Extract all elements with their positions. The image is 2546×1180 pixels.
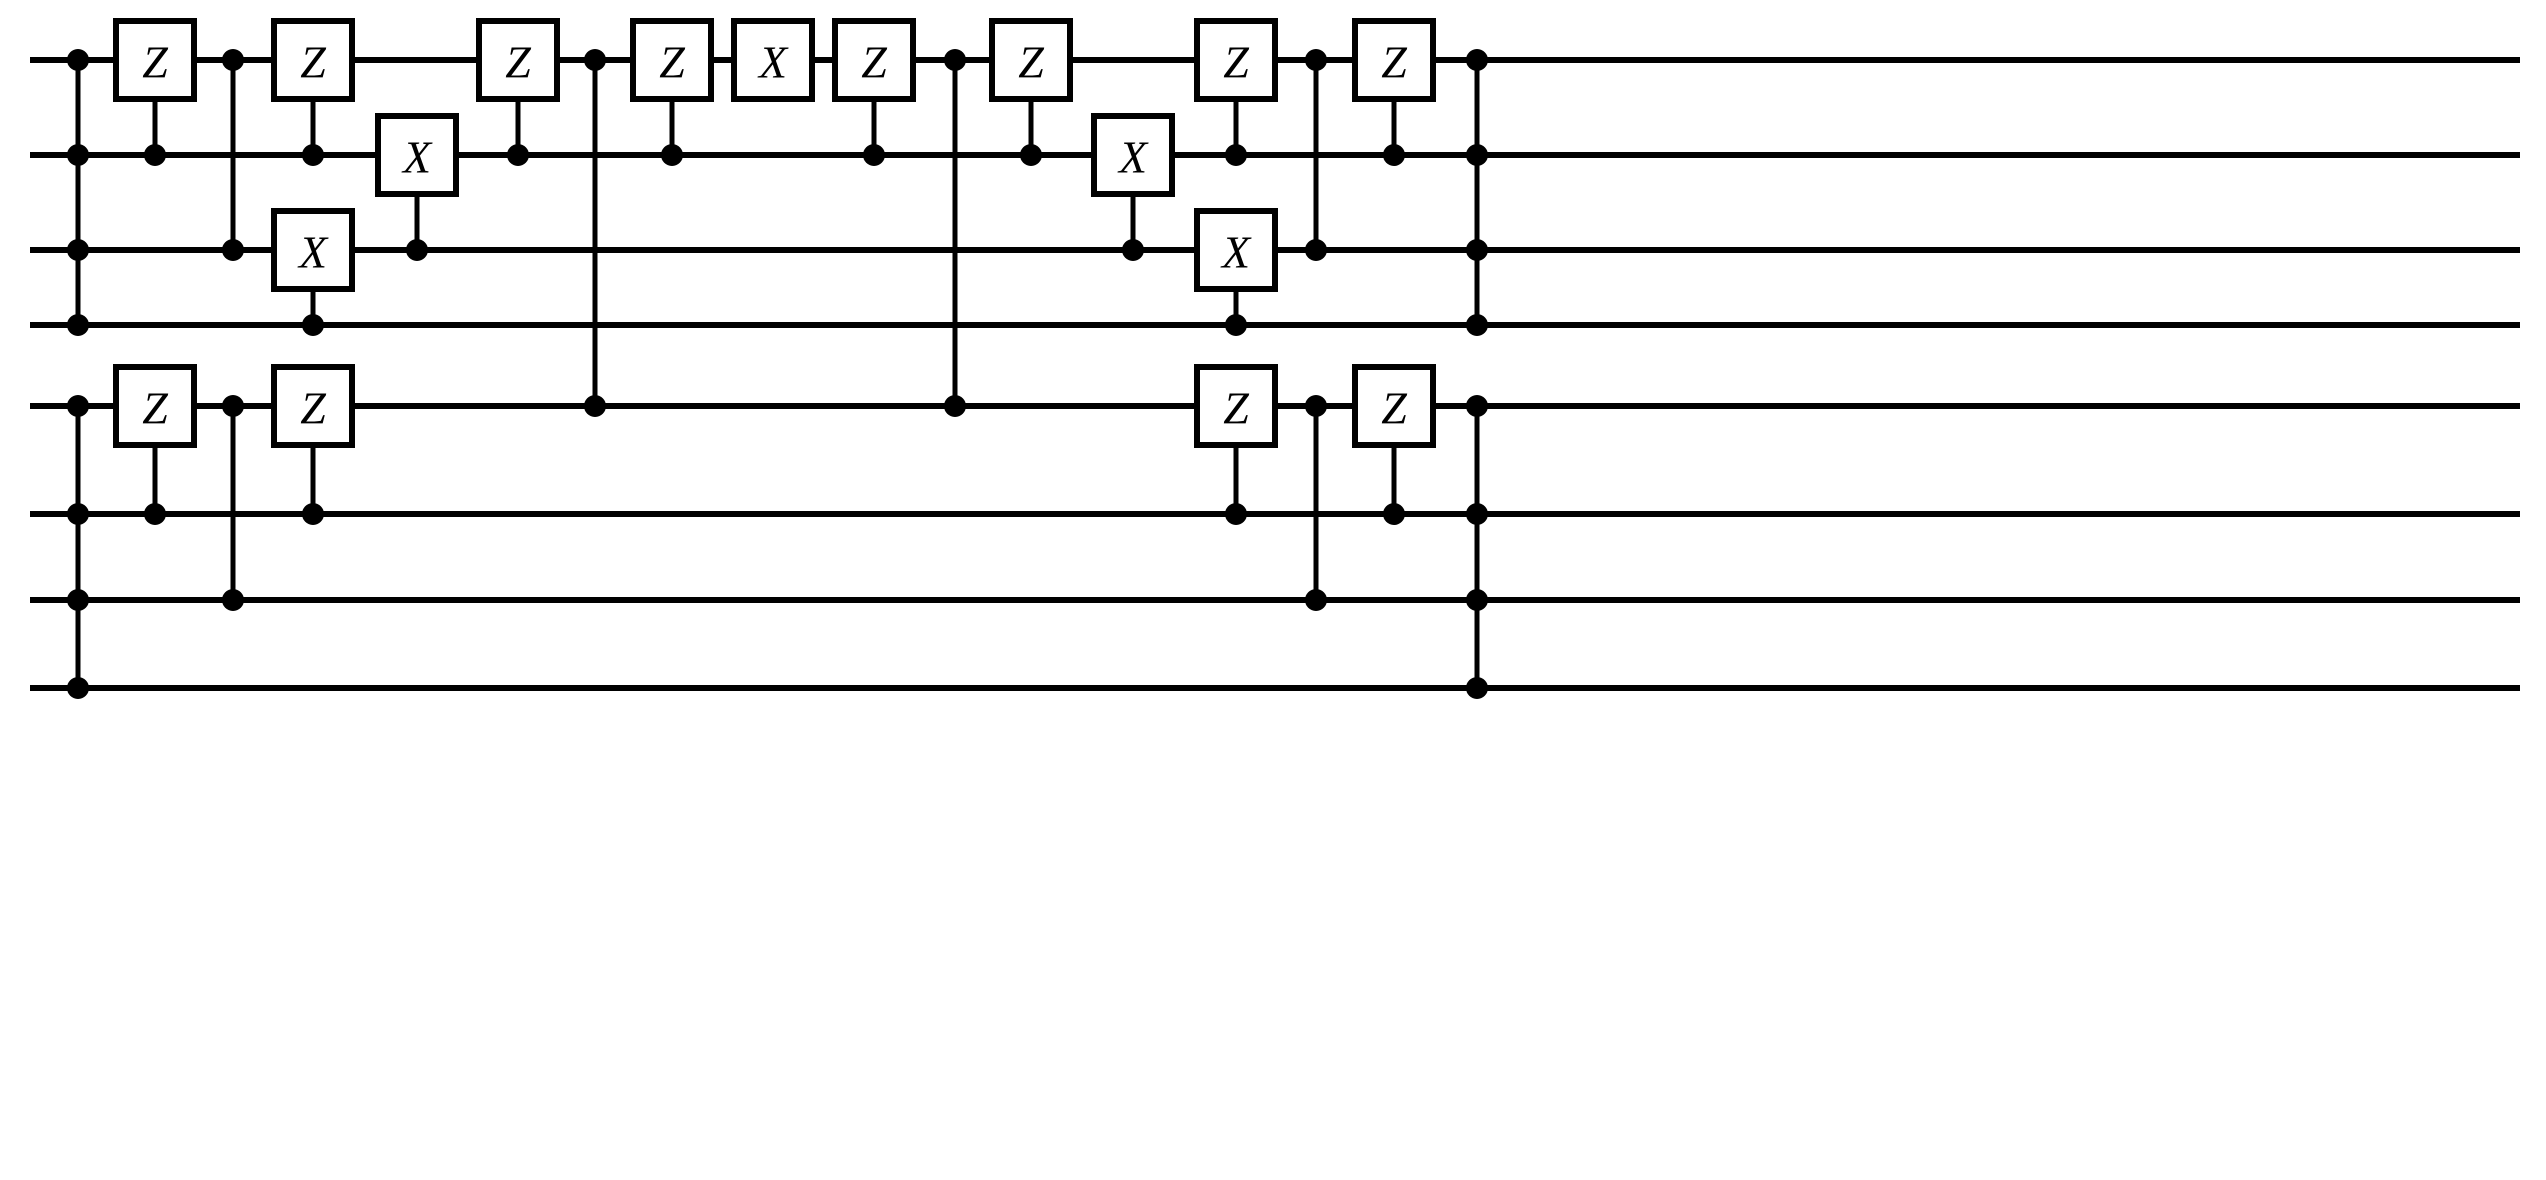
- gate-label: Z: [1381, 37, 1407, 88]
- control-dot-col0-wire5[interactable]: [67, 503, 89, 525]
- gate-label: X: [297, 227, 329, 278]
- gate-x-col3-wire2[interactable]: X: [271, 208, 355, 292]
- gate-label: Z: [300, 37, 326, 88]
- gate-label: Z: [1381, 383, 1407, 434]
- gate-label: Z: [659, 37, 685, 88]
- gate-z-col13-wire0[interactable]: Z: [1194, 18, 1278, 102]
- control-dot-col5-wire1[interactable]: [507, 144, 529, 166]
- control-dot-col16-wire5[interactable]: [1466, 503, 1488, 525]
- gate-box: [989, 18, 1073, 102]
- control-dot-col16-wire7[interactable]: [1466, 677, 1488, 699]
- gate-z-col3-wire4[interactable]: Z: [271, 364, 355, 448]
- control-dot-col16-wire4[interactable]: [1466, 395, 1488, 417]
- control-dot-col2-wire4[interactable]: [222, 395, 244, 417]
- control-dot-col14-wire4[interactable]: [1305, 395, 1327, 417]
- gate-label: Z: [1223, 37, 1249, 88]
- gate-box: [1194, 18, 1278, 102]
- gate-box: [731, 18, 815, 102]
- gate-box: [1091, 113, 1175, 197]
- gate-z-col15-wire0[interactable]: Z: [1352, 18, 1436, 102]
- control-dot-col2-wire2[interactable]: [222, 239, 244, 261]
- control-dot-col6-wire4[interactable]: [584, 395, 606, 417]
- gate-z-col11-wire0[interactable]: Z: [989, 18, 1073, 102]
- gate-label: Z: [142, 383, 168, 434]
- control-dot-col0-wire6[interactable]: [67, 589, 89, 611]
- gate-box: [1194, 364, 1278, 448]
- gate-label: X: [757, 37, 789, 88]
- control-dot-col10-wire0[interactable]: [944, 49, 966, 71]
- control-dot-col7-wire1[interactable]: [661, 144, 683, 166]
- gate-box: [375, 113, 459, 197]
- control-dot-col14-wire0[interactable]: [1305, 49, 1327, 71]
- gate-label: Z: [1223, 383, 1249, 434]
- gate-label: Z: [505, 37, 531, 88]
- gate-label: X: [401, 132, 433, 183]
- gate-box: [832, 18, 916, 102]
- gate-label: X: [1117, 132, 1149, 183]
- gate-z-col5-wire0[interactable]: Z: [476, 18, 560, 102]
- gate-box: [113, 18, 197, 102]
- gate-z-col1-wire0[interactable]: Z: [113, 18, 197, 102]
- gate-x-col12-wire1[interactable]: X: [1091, 113, 1175, 197]
- gate-box: [1352, 18, 1436, 102]
- control-dot-col16-wire6[interactable]: [1466, 589, 1488, 611]
- gate-label: Z: [1018, 37, 1044, 88]
- gate-box: [271, 364, 355, 448]
- gate-label: Z: [861, 37, 887, 88]
- control-dot-col13-wire3[interactable]: [1225, 314, 1247, 336]
- control-dot-col0-wire0[interactable]: [67, 49, 89, 71]
- control-dot-col13-wire1[interactable]: [1225, 144, 1247, 166]
- gate-z-col3-wire0[interactable]: Z: [271, 18, 355, 102]
- gate-z-col13-wire4[interactable]: Z: [1194, 364, 1278, 448]
- gate-label: Z: [300, 383, 326, 434]
- control-dot-col11-wire1[interactable]: [1020, 144, 1042, 166]
- control-dot-col12-wire2[interactable]: [1122, 239, 1144, 261]
- control-dot-col0-wire2[interactable]: [67, 239, 89, 261]
- control-dot-col1-wire5[interactable]: [144, 503, 166, 525]
- control-dot-col16-wire3[interactable]: [1466, 314, 1488, 336]
- gate-box: [1194, 208, 1278, 292]
- gate-z-col1-wire4[interactable]: Z: [113, 364, 197, 448]
- control-dot-col16-wire2[interactable]: [1466, 239, 1488, 261]
- gate-z-col15-wire4[interactable]: Z: [1352, 364, 1436, 448]
- gate-x-col4-wire1[interactable]: X: [375, 113, 459, 197]
- gate-box: [1352, 364, 1436, 448]
- gate-x-col8-wire0[interactable]: X: [731, 18, 815, 102]
- control-dot-col2-wire6[interactable]: [222, 589, 244, 611]
- control-dot-col0-wire4[interactable]: [67, 395, 89, 417]
- control-dot-col10-wire4[interactable]: [944, 395, 966, 417]
- control-dot-col1-wire1[interactable]: [144, 144, 166, 166]
- control-dot-col13-wire5[interactable]: [1225, 503, 1247, 525]
- control-dot-col3-wire5[interactable]: [302, 503, 324, 525]
- control-dot-col0-wire7[interactable]: [67, 677, 89, 699]
- gate-z-col7-wire0[interactable]: Z: [630, 18, 714, 102]
- control-dot-col16-wire0[interactable]: [1466, 49, 1488, 71]
- gate-x-col13-wire2[interactable]: X: [1194, 208, 1278, 292]
- gate-box: [113, 364, 197, 448]
- gate-label: X: [1220, 227, 1252, 278]
- control-dot-col3-wire3[interactable]: [302, 314, 324, 336]
- gate-boxes-layer: Z Z Z X Z X Z Z X Z Z X Z X Z Z Z: [113, 18, 1436, 448]
- control-dot-col0-wire3[interactable]: [67, 314, 89, 336]
- control-dots-layer: [67, 49, 1488, 699]
- control-dot-col15-wire1[interactable]: [1383, 144, 1405, 166]
- gate-box: [476, 18, 560, 102]
- control-dot-col14-wire2[interactable]: [1305, 239, 1327, 261]
- control-dot-col16-wire1[interactable]: [1466, 144, 1488, 166]
- gate-box: [630, 18, 714, 102]
- control-dot-col3-wire1[interactable]: [302, 144, 324, 166]
- control-links-layer: [75, 60, 1480, 688]
- control-dot-col9-wire1[interactable]: [863, 144, 885, 166]
- control-dot-col0-wire1[interactable]: [67, 144, 89, 166]
- control-dot-col15-wire5[interactable]: [1383, 503, 1405, 525]
- gate-box: [271, 208, 355, 292]
- gate-box: [271, 18, 355, 102]
- control-dot-col6-wire0[interactable]: [584, 49, 606, 71]
- gate-z-col9-wire0[interactable]: Z: [832, 18, 916, 102]
- control-dot-col2-wire0[interactable]: [222, 49, 244, 71]
- control-dot-col4-wire2[interactable]: [406, 239, 428, 261]
- gate-label: Z: [142, 37, 168, 88]
- control-dot-col14-wire6[interactable]: [1305, 589, 1327, 611]
